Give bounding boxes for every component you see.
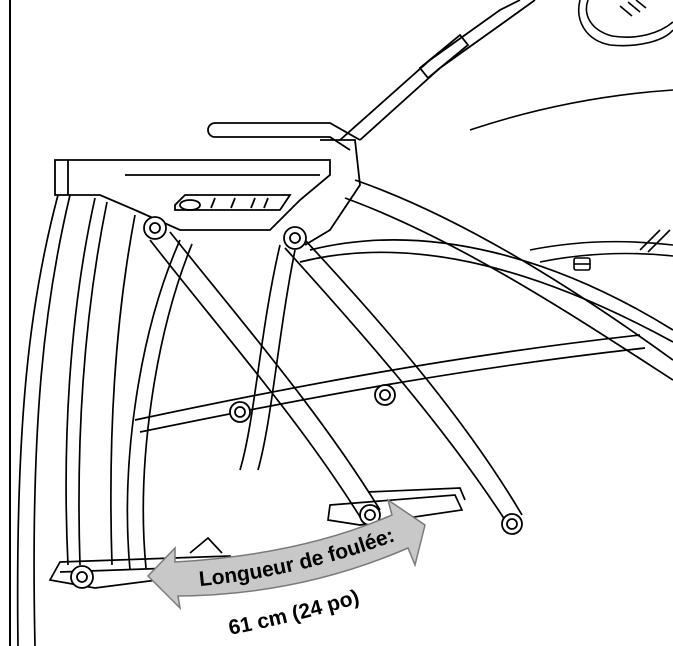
flywheel-shroud (529, 229, 673, 271)
stride-arrow (146, 498, 426, 611)
handlebar (207, 0, 536, 151)
pivot-bolts (70, 216, 523, 589)
front-arm (126, 239, 193, 571)
stride-label-line2: 61 cm (24 po) (227, 586, 362, 640)
pedal-arm-right (239, 239, 523, 521)
pedal-arm-left (149, 231, 381, 521)
left-rails (16, 194, 136, 646)
crossbar (134, 334, 646, 433)
top-housing (54, 139, 361, 246)
console-area (469, 0, 673, 131)
rear-arc-rail (299, 179, 673, 381)
